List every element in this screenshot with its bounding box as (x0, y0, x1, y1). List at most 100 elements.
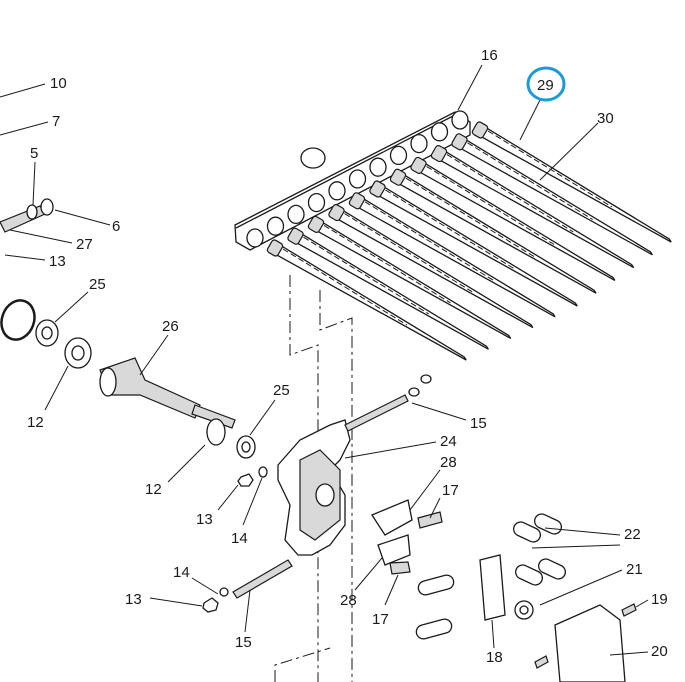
leader-lines (0, 64, 649, 656)
bearing-12b (206, 418, 226, 446)
callout-30: 30 (597, 110, 614, 127)
tine-bar-roller (307, 192, 326, 213)
nut-15a-1 (408, 387, 420, 397)
nut-13c (202, 597, 219, 613)
tine-bar-roller (287, 204, 305, 225)
highlight-ring-29 (526, 66, 566, 102)
tine-slot (385, 189, 516, 270)
bearing-12a-hole (71, 345, 85, 361)
callout-15a: 15 (470, 415, 487, 432)
chain-parts (415, 513, 637, 682)
callout-12a: 12 (27, 414, 44, 431)
callout-13a: 13 (49, 253, 66, 270)
frame-bushing (315, 483, 335, 507)
tine-slot (487, 130, 613, 208)
callout-17b: 17 (372, 611, 389, 628)
callout-14b: 14 (173, 564, 190, 581)
cover-20 (554, 604, 626, 682)
tine-clip (348, 192, 366, 210)
callout-13c: 13 (125, 591, 142, 608)
tine-slot (303, 236, 429, 315)
tine-slot (467, 142, 593, 220)
washer-25a-hole (41, 326, 53, 340)
centerline-right (319, 290, 353, 682)
tine (458, 134, 653, 256)
tine-clip (287, 227, 304, 245)
screw-20 (534, 655, 549, 669)
tine-clip (266, 239, 284, 257)
chain-block-18 (479, 554, 506, 621)
callout-21: 21 (626, 561, 643, 578)
bolt-15b (232, 559, 293, 599)
shaft-end (0, 205, 46, 233)
bolt-15a (344, 394, 409, 432)
drive-shaft-tip (191, 404, 236, 429)
tine-slot (344, 213, 473, 293)
tine-slot (405, 177, 536, 258)
tine-clip (471, 121, 489, 139)
tines-group (266, 121, 672, 361)
tine-bar-rollers (246, 110, 469, 248)
tine-slot (282, 248, 408, 326)
tine-clip (369, 180, 386, 198)
tine-bar-end-roller (300, 147, 326, 169)
tine-slot (364, 201, 495, 282)
callout-24: 24 (440, 433, 457, 450)
callout-29: 29 (537, 77, 554, 94)
tine (479, 122, 672, 243)
callout-10: 10 (50, 75, 67, 92)
tine-clip (389, 168, 407, 186)
callout-27: 27 (76, 236, 93, 253)
callout-7: 7 (52, 113, 60, 130)
callout-25a: 25 (89, 276, 106, 293)
tine-bar-roller (266, 216, 285, 236)
tine-bar-roller (348, 169, 367, 189)
centerline-bottom (274, 647, 331, 682)
center-frame (202, 374, 432, 613)
tine-bar-roller (430, 122, 449, 142)
tine-slot (323, 224, 451, 304)
tine-clip (451, 133, 468, 151)
tine-bar-roller (369, 157, 387, 177)
left-shaft-parts (0, 198, 268, 487)
brackets (371, 499, 443, 575)
callout-16: 16 (481, 47, 498, 64)
bolt-17b (389, 561, 411, 575)
tine-bar-edge (235, 114, 456, 229)
drive-shaft-spline (99, 367, 117, 397)
callout-15b: 15 (235, 634, 252, 651)
large-o-ring (0, 299, 36, 341)
tine-bar-roller (328, 181, 346, 201)
callout-18: 18 (486, 649, 503, 666)
tine-bar-assembly (234, 110, 672, 361)
chain-link-22c (515, 564, 543, 586)
tine-slot (446, 154, 574, 233)
callout-25b: 25 (273, 382, 290, 399)
o-ring-small (26, 204, 38, 220)
callout-numbers: 10 7 5 6 27 13 25 12 26 25 12 13 14 16 2… (27, 47, 668, 666)
callout-28b: 28 (340, 592, 357, 609)
tine-bar-roller (389, 145, 408, 166)
pin-link-lower (415, 618, 453, 640)
tine-clip (307, 215, 325, 233)
callout-5: 5 (30, 145, 38, 162)
callout-13b: 13 (196, 511, 213, 528)
chain-link-22a (513, 521, 541, 543)
tine-bar-roller (410, 133, 428, 154)
callout-26: 26 (162, 318, 179, 335)
nut-15a-2 (420, 374, 432, 384)
bracket-28a (371, 499, 413, 536)
tine-clip (430, 145, 448, 163)
tine-bar-roller (246, 228, 264, 248)
washer-6 (40, 198, 54, 216)
bolt-17a (417, 511, 443, 529)
bracket-28b (377, 534, 411, 566)
tine-slot (426, 165, 555, 245)
washer-25b-hole (241, 441, 251, 453)
washer-14b (219, 587, 229, 597)
callout-12b: 12 (145, 481, 162, 498)
tine-clip (328, 204, 345, 222)
callout-19: 19 (651, 591, 668, 608)
callout-17a: 17 (442, 482, 459, 499)
